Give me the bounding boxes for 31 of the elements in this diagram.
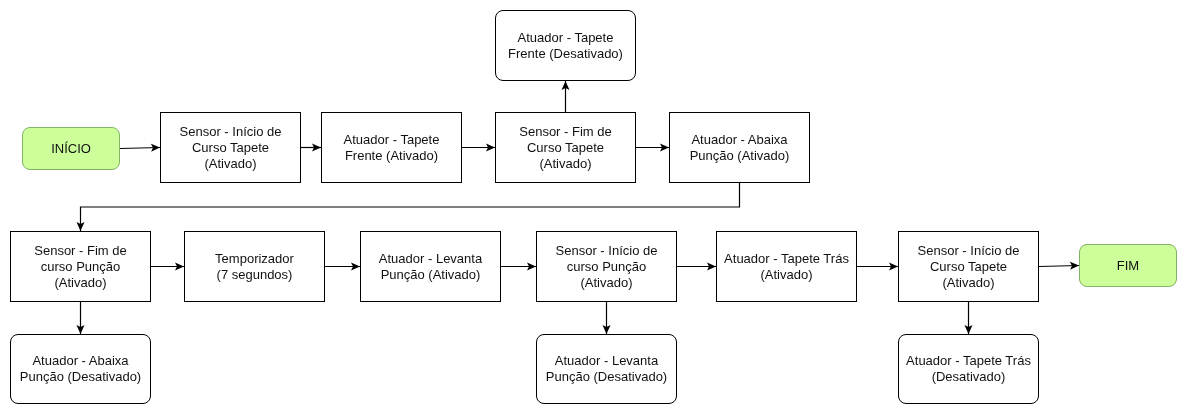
process-box: Atuador - Tapete Frente (Ativado)	[321, 112, 462, 183]
arrow	[561, 80, 570, 113]
arrow	[461, 143, 496, 152]
arrow	[150, 262, 185, 271]
arrow	[602, 301, 611, 335]
arrow	[635, 143, 670, 152]
arrow	[119, 143, 161, 152]
process-box: Atuador - Levanta Punção (Desativado)	[536, 334, 677, 404]
process-box: Temporizador (7 segundos)	[184, 231, 325, 302]
arrow	[76, 182, 741, 232]
process-box: Sensor - Início de curso Punção (Ativado)	[536, 231, 677, 302]
process-box: Sensor - Fim de Curso Tapete (Ativado)	[495, 112, 636, 183]
terminal-box: INÍCIO	[22, 127, 120, 170]
terminal-box: FIM	[1079, 244, 1177, 287]
process-box: Sensor - Fim de curso Punção (Ativado)	[10, 231, 151, 302]
process-box: Atuador - Levanta Punção (Ativado)	[360, 231, 501, 302]
process-box: Sensor - Início de Curso Tapete (Ativado)	[898, 231, 1039, 302]
arrow	[324, 262, 361, 271]
process-box: Atuador - Tapete Trás (Desativado)	[898, 334, 1039, 404]
arrow	[856, 262, 899, 271]
arrow	[1038, 261, 1080, 270]
arrow	[500, 262, 537, 271]
arrow	[676, 262, 717, 271]
arrow	[964, 301, 973, 335]
process-box: Atuador - Tapete Frente (Desativado)	[495, 10, 636, 81]
process-box: Atuador - Tapete Trás (Ativado)	[716, 231, 857, 302]
process-box: Sensor - Início de Curso Tapete (Ativado)	[160, 112, 301, 183]
process-box: Atuador - Abaixa Punção (Ativado)	[669, 112, 810, 183]
arrow	[76, 301, 85, 335]
process-box: Atuador - Abaixa Punção (Desativado)	[10, 334, 151, 404]
arrow	[300, 143, 322, 152]
